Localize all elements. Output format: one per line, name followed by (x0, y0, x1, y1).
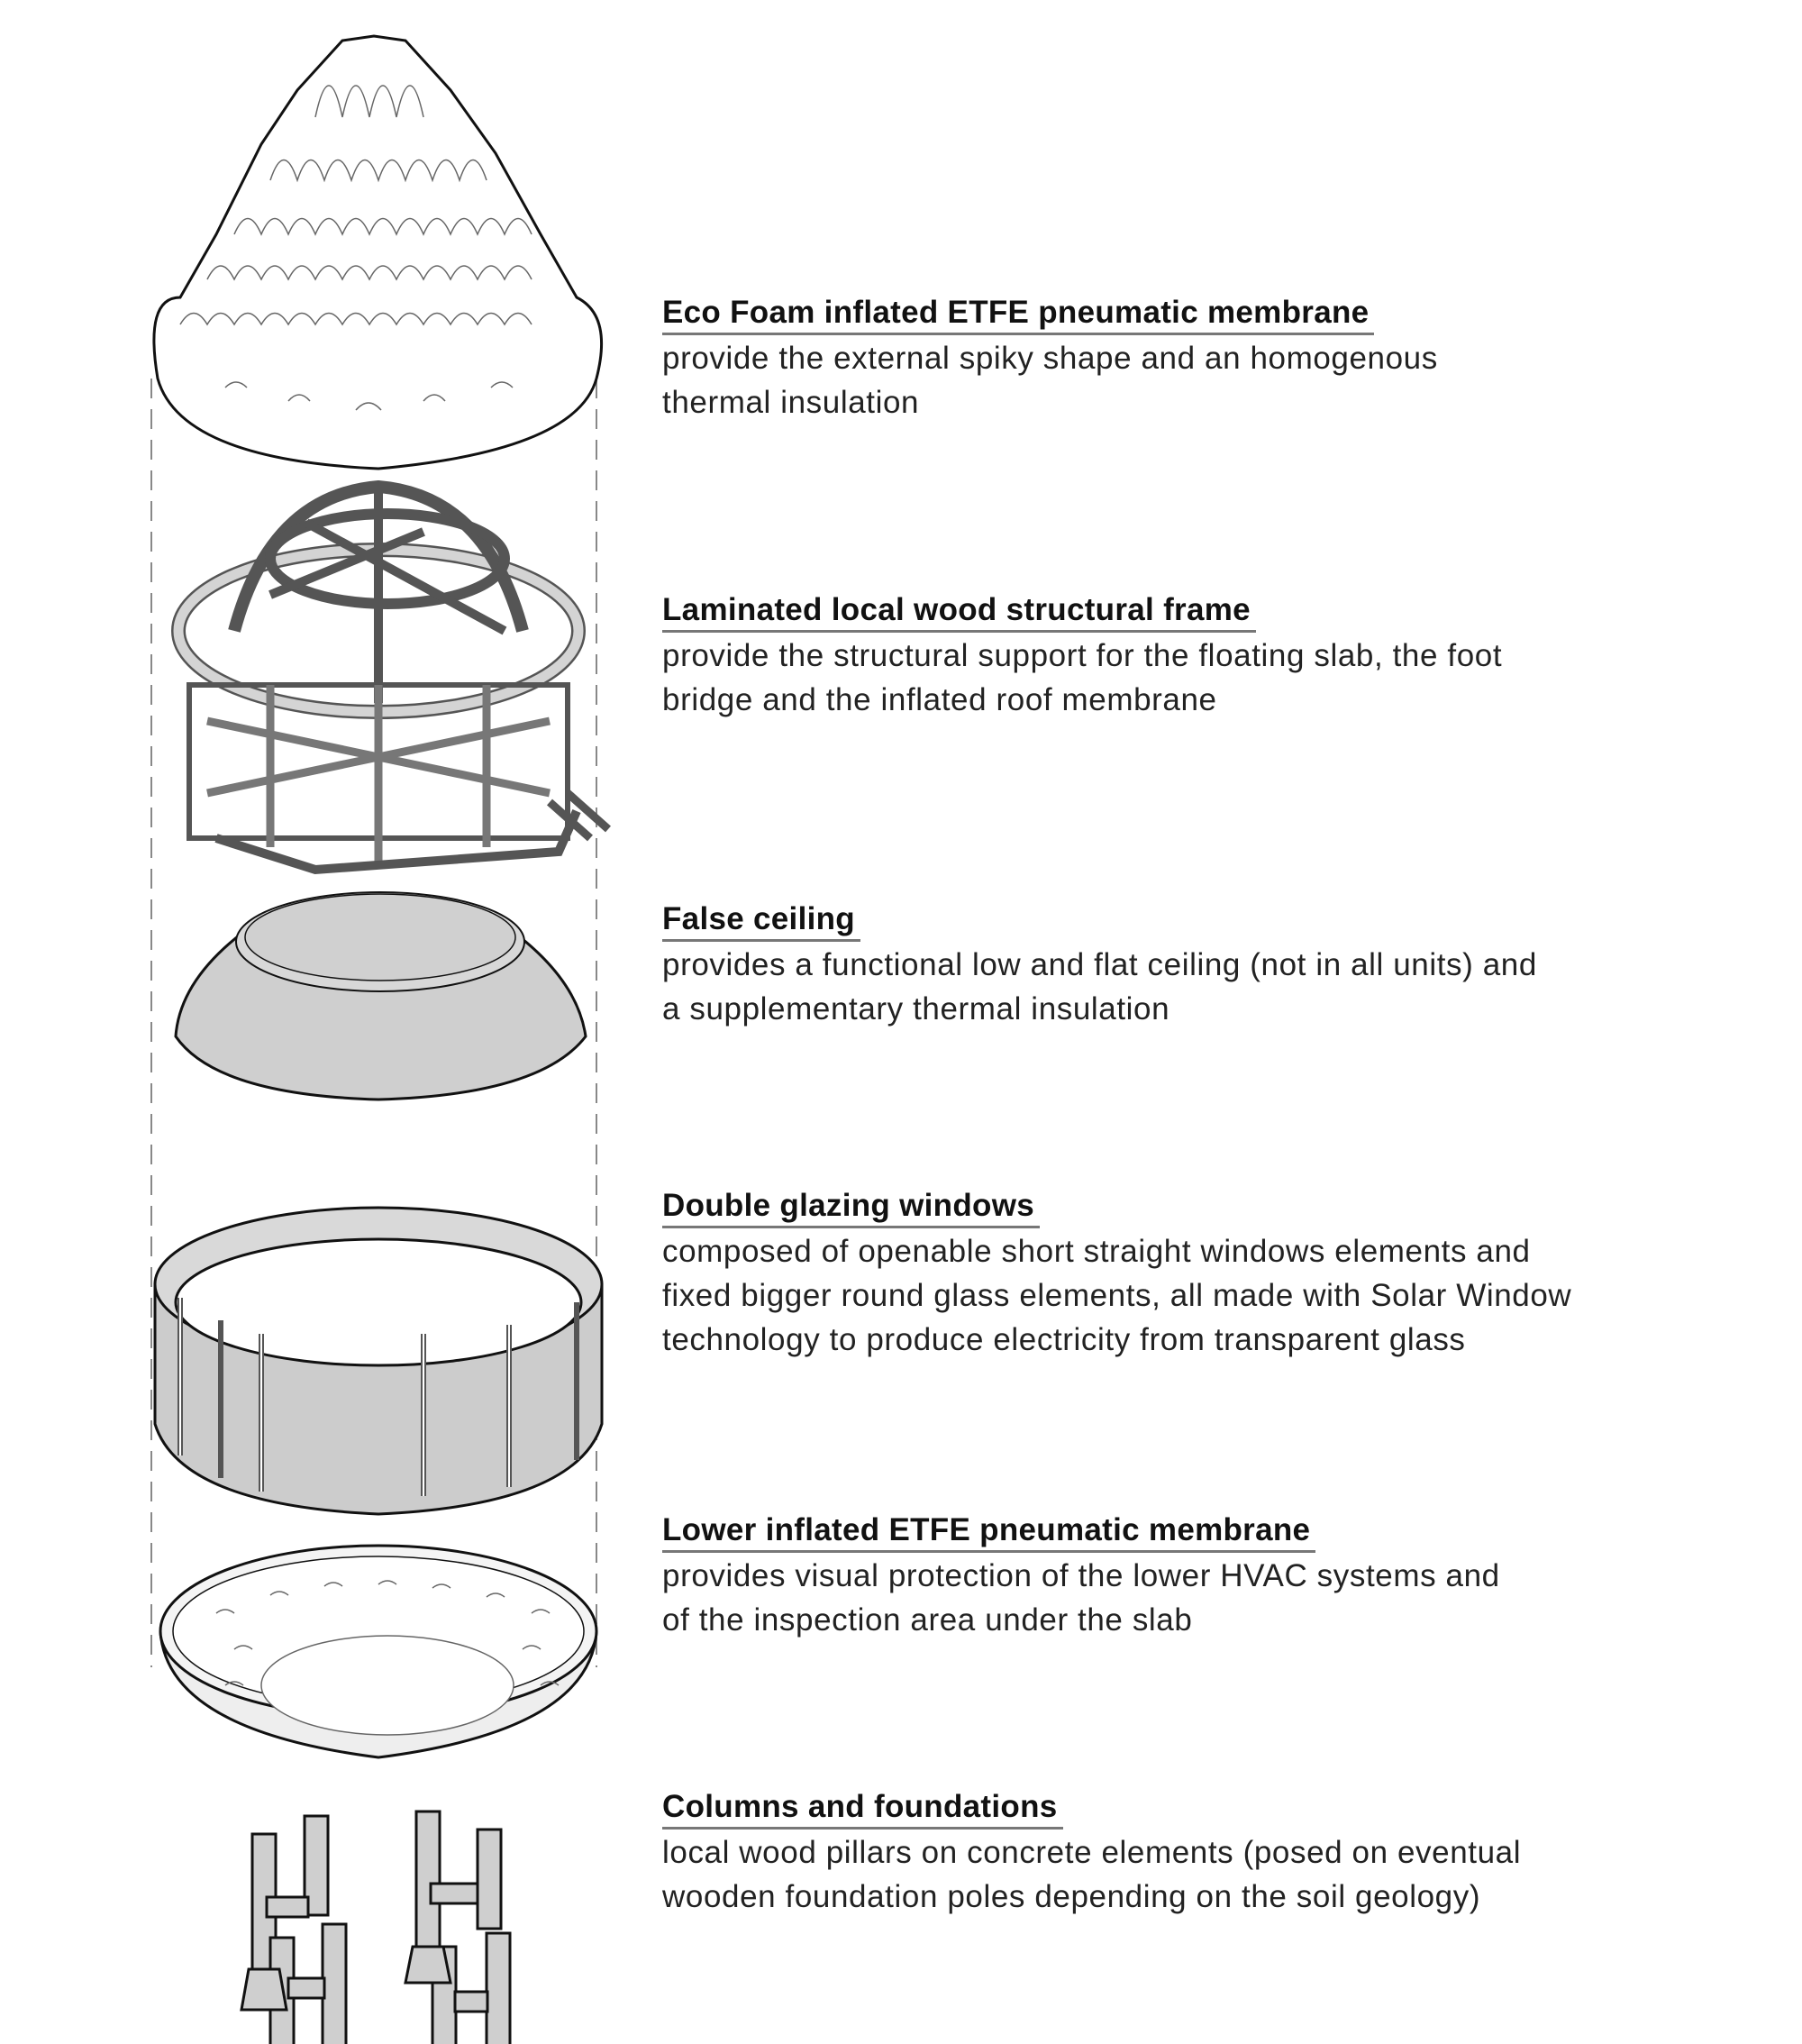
layer-desc-line: technology to produce electricity from t… (662, 1322, 1466, 1357)
layer-title: Columns and foundations (662, 1787, 1063, 1830)
layer-false-ceiling: False ceiling provides a functional low … (662, 899, 1788, 1030)
layer-lower-membrane: Lower inflated ETFE pneumatic membrane p… (662, 1510, 1788, 1641)
layer-desc-line: provide the external spiky shape and an … (662, 341, 1438, 376)
layer-desc-line: local wood pillars on concrete elements … (662, 1835, 1522, 1870)
layer-desc-line: composed of openable short straight wind… (662, 1234, 1531, 1269)
layer-title: False ceiling (662, 899, 860, 942)
layer-desc-line: wooden foundation poles depending on the… (662, 1879, 1481, 1914)
layer-wood-frame: Laminated local wood structural frame pr… (662, 590, 1788, 721)
layer-desc-line: provides visual protection of the lower … (662, 1558, 1500, 1593)
layer-title: Double glazing windows (662, 1186, 1040, 1228)
layer-title: Laminated local wood structural frame (662, 590, 1256, 633)
columns-icon (240, 1810, 512, 2044)
false-ceiling-icon (174, 891, 587, 1101)
layer-desc-line: bridge and the inflated roof membrane (662, 682, 1217, 717)
layer-title: Lower inflated ETFE pneumatic membrane (662, 1510, 1316, 1553)
layer-desc-line: provides a functional low and flat ceili… (662, 947, 1537, 982)
layer-desc-line: fixed bigger round glass elements, all m… (662, 1278, 1572, 1313)
layer-double-glazing: Double glazing windows composed of opena… (662, 1186, 1788, 1361)
layer-desc-line: thermal insulation (662, 385, 920, 420)
layer-desc-line: of the inspection area under the slab (662, 1602, 1193, 1638)
layer-desc-line: provide the structural support for the f… (662, 638, 1503, 673)
glazing-ring-icon (153, 1206, 604, 1516)
layer-desc-line: a supplementary thermal insulation (662, 991, 1170, 1027)
lower-membrane-icon (159, 1544, 598, 1759)
layer-title: Eco Foam inflated ETFE pneumatic membran… (662, 293, 1375, 335)
layer-eco-foam-membrane: Eco Foam inflated ETFE pneumatic membran… (662, 293, 1788, 424)
layer-columns-foundations: Columns and foundations local wood pilla… (662, 1787, 1788, 1918)
wood-frame-icon (171, 479, 611, 875)
spiky-dome-icon (152, 34, 604, 470)
